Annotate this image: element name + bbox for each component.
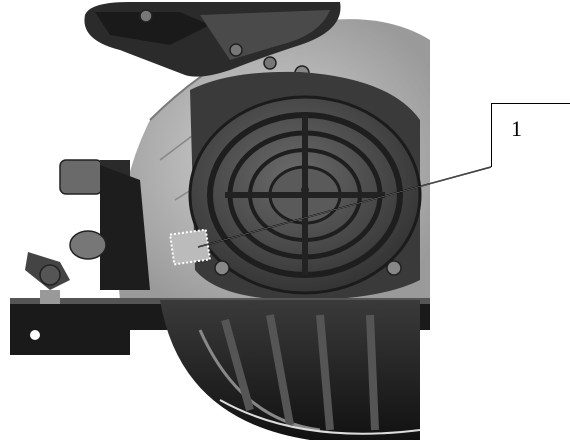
motor-housing [188, 71, 422, 301]
callout-label: 1 [511, 116, 522, 141]
marked-component [168, 228, 212, 266]
callout-box [491, 103, 570, 167]
depth-bracket [25, 159, 150, 290]
lower-guard [160, 300, 421, 440]
saw-handle [84, 2, 341, 81]
